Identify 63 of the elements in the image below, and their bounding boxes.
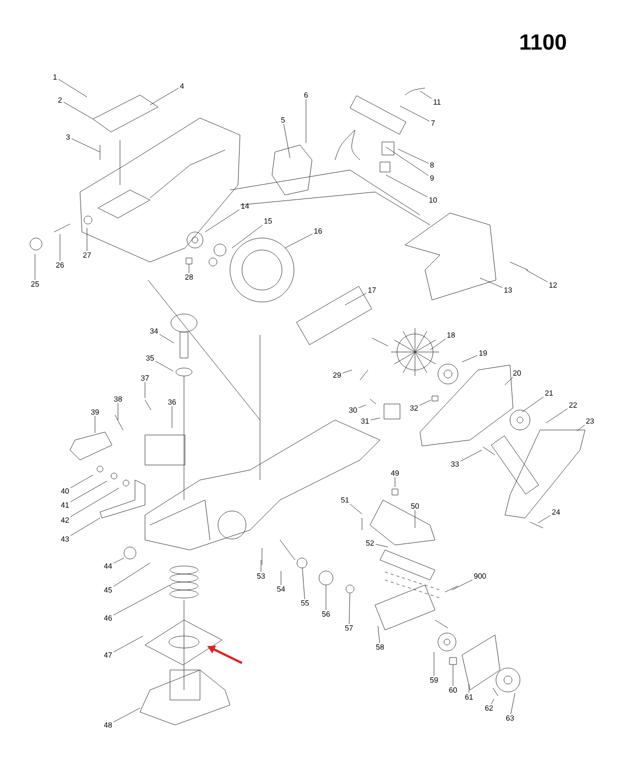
pin (449, 657, 457, 665)
leader-line (280, 570, 282, 586)
retaining-ring (346, 584, 354, 594)
leader-line (284, 234, 313, 248)
bearing (318, 570, 334, 586)
leader-line (284, 124, 290, 158)
leader-line (344, 292, 367, 306)
leader-line (70, 474, 94, 488)
leader-line (58, 78, 88, 98)
leader-line (86, 228, 88, 252)
leader-line (70, 488, 120, 517)
leader-line (348, 593, 350, 624)
leader-line (113, 558, 124, 564)
leader-line (113, 584, 170, 616)
leader-line (159, 334, 174, 344)
leader-line (546, 408, 568, 424)
leader-line (113, 562, 150, 587)
leader-line (414, 510, 416, 528)
leader-line (144, 382, 146, 398)
leader-line (491, 698, 494, 704)
washer (296, 558, 308, 568)
leader-line (70, 518, 100, 536)
leader-line (302, 568, 305, 600)
leader-line (386, 174, 428, 198)
leader-line (480, 278, 503, 288)
leader-line (150, 88, 179, 106)
leader-line (188, 264, 190, 274)
leader-line (522, 396, 544, 412)
leader-line (94, 416, 96, 434)
leader-line (70, 480, 108, 502)
leader-line (398, 148, 429, 164)
leader-line (232, 224, 263, 248)
leader-line (526, 270, 548, 282)
leader-line (358, 404, 366, 408)
leader-line (394, 476, 396, 488)
leader-line (538, 515, 551, 524)
leader-line (468, 684, 470, 694)
leader-line (375, 544, 388, 548)
leader-line (113, 708, 140, 722)
leader-line (510, 692, 516, 714)
leader-line (155, 360, 174, 372)
leader-line (204, 209, 240, 232)
leader-line (460, 450, 482, 462)
leader-line (452, 664, 454, 686)
leader-line (63, 102, 94, 120)
leader-line (462, 355, 478, 362)
leader-line (504, 376, 514, 386)
leader-line (419, 400, 432, 406)
leader-line (378, 626, 380, 644)
leader-line (400, 106, 430, 122)
leader-line (113, 636, 144, 652)
leader-line (370, 418, 380, 420)
leader-line (576, 424, 585, 432)
leader-line (452, 580, 473, 590)
leader-line (342, 370, 352, 374)
leader-line (34, 254, 36, 280)
leader-line (386, 146, 429, 176)
leader-line (71, 138, 100, 152)
leader-line (420, 90, 432, 99)
leader-line (350, 504, 362, 514)
title: 1100 (520, 34, 566, 50)
leader-line (260, 560, 262, 572)
leader-line (430, 338, 446, 350)
